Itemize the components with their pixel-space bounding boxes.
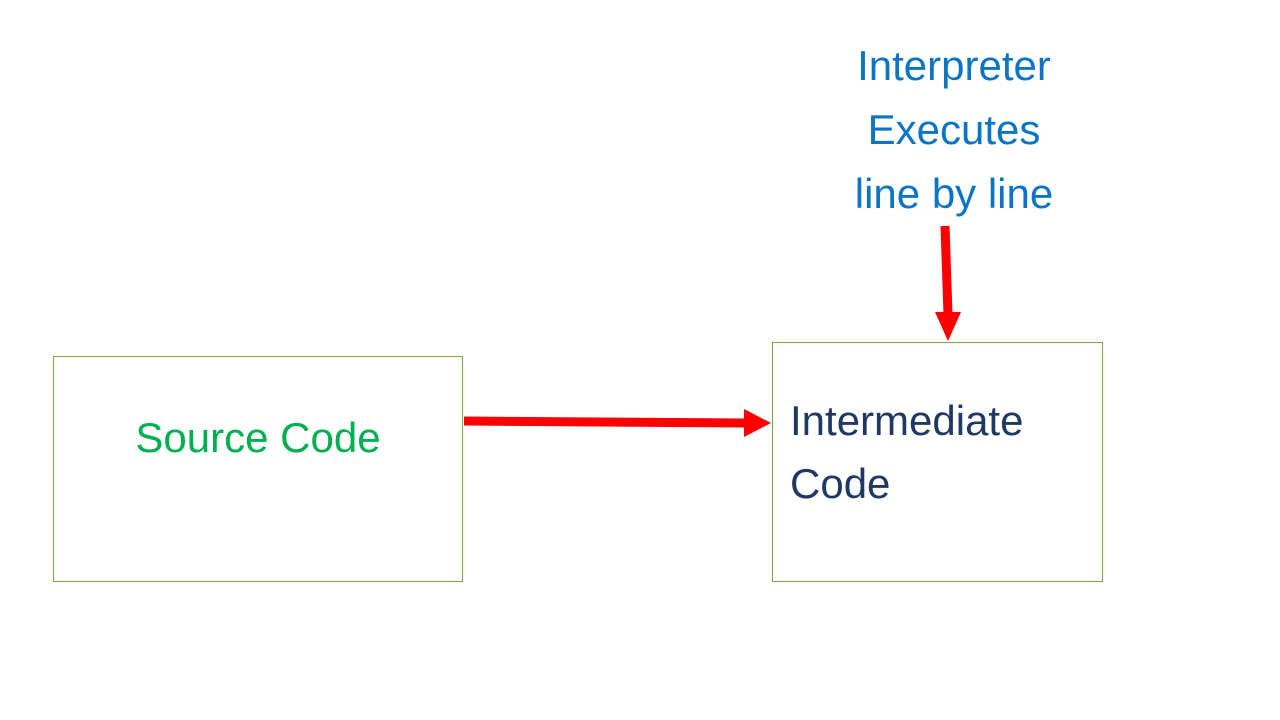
flow-arrow-horizontal-head <box>744 409 771 437</box>
interpreter-note-line-3: line by line <box>854 170 1054 217</box>
interpreter-note: Interpreter Executes line by line <box>784 34 1124 226</box>
flow-arrow-horizontal-shaft <box>463 416 746 428</box>
interpreter-note-line-1: Interpreter <box>857 42 1051 89</box>
interpreter-arrow-vertical-head <box>935 312 961 341</box>
interpreter-arrow-vertical <box>935 225 961 341</box>
source-code-label: Source Code <box>135 414 381 461</box>
flow-arrow-horizontal <box>463 409 771 437</box>
interpreter-arrow-vertical-shaft <box>940 225 953 315</box>
source-code-box: Source Code <box>53 356 463 582</box>
interpreter-note-line-2: Executes <box>867 106 1041 153</box>
intermediate-code-box: Intermediate Code <box>772 342 1103 582</box>
intermediate-code-label: Intermediate Code <box>790 397 1024 507</box>
